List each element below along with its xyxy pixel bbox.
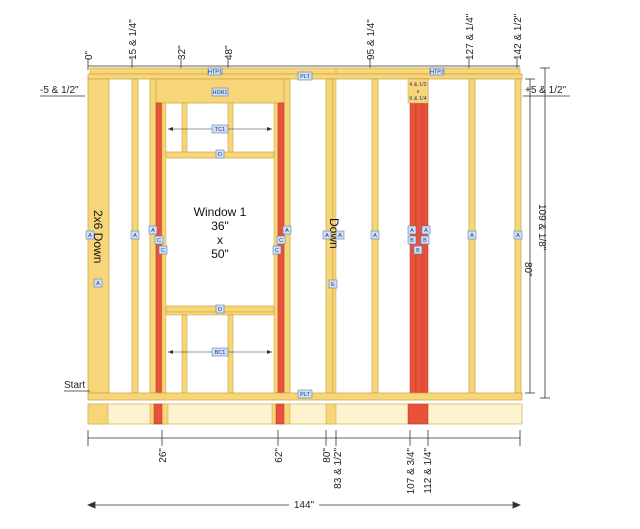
tag-jack-left: C [157,238,161,244]
tag-plt-top: PLT [300,74,310,80]
header-note-2: x [417,89,420,95]
tag-corner-b-left: B [410,238,414,244]
tag-jack-right: C [279,238,283,244]
bottom-cripple-2 [227,314,234,394]
window-label-line4: 50" [211,247,229,261]
right-vertical-dimensions [525,67,550,399]
tag-htp1: HTP1 [208,70,222,76]
tag-hdr1: HDR1 [213,90,228,96]
top-dimension-marks [87,58,520,70]
tag-corner-b-mid: B [416,248,420,254]
total-width-label-bg [289,498,319,511]
tag-stud-1: A [133,233,137,239]
start-label: Start [64,380,85,391]
right-offset-label: +5 & 1/2" [525,85,567,96]
tag-jack-left-2: C [161,248,165,254]
top-cripple-2 [227,102,234,153]
bottom-mark-4: 107 & 3/4" [406,448,417,495]
total-width-label: 144" [294,500,315,511]
tag-htp2: HTP2 [430,70,444,76]
top-mark-2: 32" [177,45,188,60]
top-mark-3: 48" [224,45,235,60]
tag-stud-4: A [516,233,520,239]
center-post-label: Down [327,218,341,249]
tag-plt-bottom: PLT [300,392,310,398]
bottom-cripple-1 [181,314,188,394]
bottom-dimension-marks [87,430,521,446]
tag-corner-a-right: A [424,228,428,234]
tag-post-a: A [325,233,329,239]
tag-bc1: BC1 [215,350,226,356]
left-offset-label: -5 & 1/2" [40,85,79,96]
tag-stud-3: A [470,233,474,239]
bottom-mark-3: 83 & 1/2" [333,448,344,489]
top-mark-4: 95 & 1/4" [366,19,377,60]
top-mark-5: 127 & 1/4" [465,13,476,60]
window-label-line1: Window 1 [194,205,247,219]
tag-king-left: A [151,228,155,234]
tag-stud-2: A [373,233,377,239]
top-cripple-1 [181,102,188,153]
tag-post-a2: A [338,233,342,239]
header-note-3: 9 & 1/4 [409,96,426,102]
top-mark-0: 0" [84,50,95,60]
window-label-line2: 36" [211,219,229,233]
top-mark-1: 15 & 1/4" [128,19,139,60]
tag-end-a2: A [96,281,100,287]
top-mark-6: 142 & 1/2" [513,13,524,60]
part-tags: HTP1 HTP2 PLT PLT HDR1 TC1 BC1 D D A A A… [85,67,523,399]
tag-tc1: TC1 [215,127,225,133]
window-label-line3: x [217,233,223,247]
header-note-1: 4 & 1/2 [409,82,426,88]
total-height-label: 109 & 1/8" [536,204,547,251]
tag-head-sill: D [218,152,222,158]
stud-height-label: 80" [522,262,533,277]
sole-plate-section [87,403,523,425]
tag-king-right: A [285,228,289,234]
bottom-mark-0: 26" [158,448,169,463]
tag-sill: D [218,307,222,313]
tag-end-a: A [88,233,92,239]
tag-corner-a-left: A [410,228,414,234]
tag-corner-b-right: B [423,238,427,244]
bottom-mark-5: 112 & 1/4" [423,448,434,494]
tag-post-e: E [331,282,335,288]
bottom-mark-1: 62" [274,448,285,463]
tag-jack-right-2: C [275,248,279,254]
left-end-label: 2x6 Down [91,210,105,263]
bottom-mark-2: 80" [322,448,333,463]
